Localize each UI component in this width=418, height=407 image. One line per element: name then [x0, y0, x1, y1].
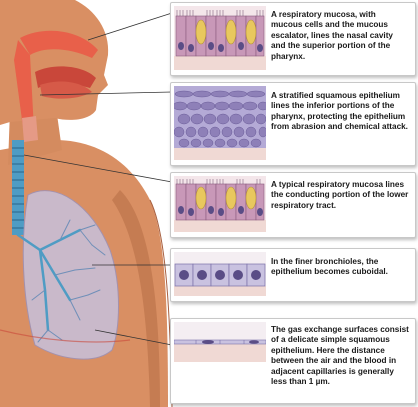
anatomy-illustration	[0, 0, 173, 407]
pharynx	[14, 40, 34, 135]
panel-simple-squamous: The gas exchange surfaces consist of a d…	[170, 318, 416, 404]
nasal-cavity	[20, 30, 98, 58]
caption-stratified-squamous: A stratified squamous epithelium lines t…	[271, 91, 408, 132]
simple-squamous-thumbnail	[174, 322, 266, 362]
caption-simple-squamous: The gas exchange surfaces consist of a d…	[271, 325, 409, 387]
cuboidal-epithelium-thumbnail	[174, 252, 266, 296]
caption-cuboidal-epithelium: In the finer bronchioles, the epithelium…	[271, 257, 388, 277]
panel-nasal-mucosa: A respiratory mucosa, with mucous cells …	[170, 2, 416, 76]
caption-respiratory-mucosa: A typical respiratory mucosa lines the c…	[271, 180, 409, 210]
torso-shading	[112, 190, 160, 407]
panel-respiratory-mucosa: A typical respiratory mucosa lines the c…	[170, 172, 416, 238]
trachea-rings	[12, 147, 24, 229]
caption-nasal-mucosa: A respiratory mucosa, with mucous cells …	[271, 10, 393, 61]
stratified-squamous-thumbnail	[174, 86, 266, 160]
panel-stratified-squamous: A stratified squamous epithelium lines t…	[170, 82, 416, 166]
ciliated-epithelium-thumbnail	[174, 6, 266, 70]
larynx	[22, 116, 38, 142]
respiratory-mucosa-thumbnail	[174, 176, 266, 232]
bronchioles	[31, 219, 106, 343]
panel-cuboidal-epithelium: In the finer bronchioles, the epithelium…	[170, 248, 416, 302]
